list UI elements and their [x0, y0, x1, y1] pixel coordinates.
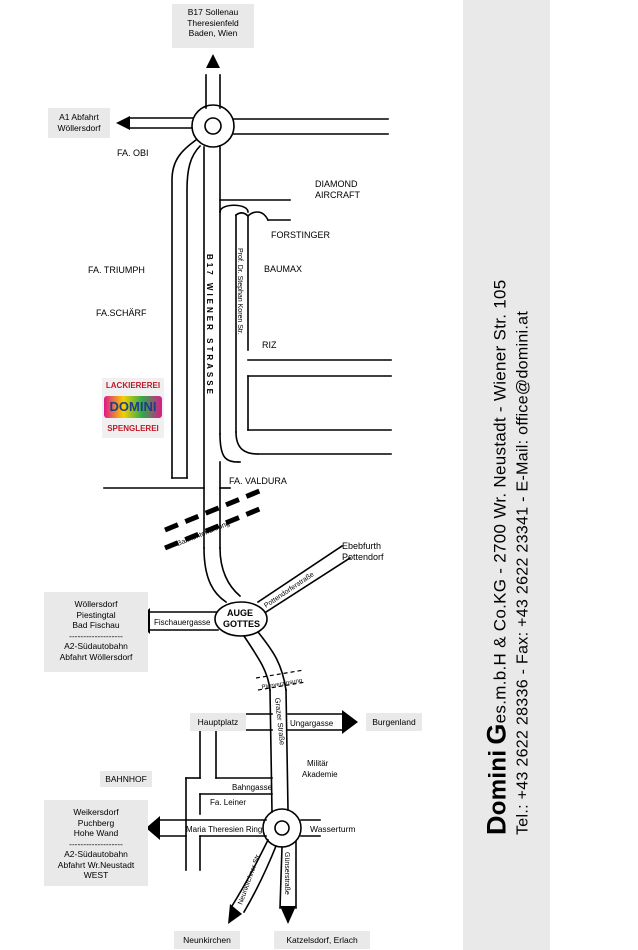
company-initial-g: G	[481, 723, 512, 745]
railway-bottom	[164, 505, 263, 551]
label-diamond-2: AIRCRAFT	[315, 190, 361, 200]
label-forstinger: FORSTINGER	[271, 230, 331, 240]
railway-top	[164, 487, 263, 533]
box-hauptplatz: Hauptplatz	[190, 713, 246, 731]
label-triumph: FA. TRIUMPH	[88, 265, 145, 275]
label-ebenfurth-1: Ebebfurth	[342, 541, 381, 551]
company-initial-d: D	[481, 815, 512, 835]
arrow-weikersdorf	[146, 816, 160, 840]
label-maria-theresien-ring: Maria Theresien Ring	[186, 825, 262, 834]
label-ebenfurth-2: Pottendorf	[342, 552, 384, 562]
roundabout-north-outer	[191, 104, 235, 148]
label-fischauergasse: Fischauergasse	[154, 618, 211, 627]
label-auge: AUGE	[227, 608, 253, 618]
arrow-burgenland	[342, 710, 358, 734]
label-fa-obi: FA. OBI	[117, 148, 149, 158]
label-koren-strasse: Prof. Dr. Stephan Koren Str.	[236, 248, 243, 335]
label-neunkirchner-strasse: Neunkirchner Str.	[237, 852, 262, 905]
label-guenserstrasse: Günserstraße	[283, 852, 290, 895]
label-fa-leiner: Fa. Leiner	[210, 798, 246, 807]
arrow-katzelsdorf	[280, 906, 296, 924]
box-burgenland: Burgenland	[366, 713, 422, 731]
domini-logo: LACKIEREREI DOMINI SPENGLEREI	[102, 378, 164, 438]
arrow-a1	[116, 116, 130, 130]
company-address: es.m.b.H & Co.KG - 2700 Wr. Neustadt - W…	[490, 279, 510, 724]
label-grazer-strasse: Grazer Straße	[273, 697, 287, 745]
label-bahngasse: Bahngasse	[232, 783, 273, 792]
label-diamond-1: DIAMOND	[315, 179, 358, 189]
box-bahnhof: BAHNHOF	[100, 771, 152, 787]
company-sidebar	[463, 0, 550, 950]
arrow-north	[206, 54, 220, 68]
arrow-neunkirchen	[228, 904, 242, 924]
label-akademie: Akademie	[302, 770, 338, 779]
box-neunkirchen: Neunkirchen	[174, 931, 240, 949]
label-militaer: Militär	[307, 759, 329, 768]
label-pottendorferstrasse: Pottendorferstraße	[263, 571, 315, 609]
company-info: Domini Ges.m.b.H & Co.KG - 2700 Wr. Neus…	[482, 115, 533, 835]
label-b17-wiener-strasse: B17 WIENER STRASSE	[205, 254, 214, 397]
label-valdura: FA. VALDURA	[229, 476, 287, 486]
label-riz: RIZ	[262, 340, 277, 350]
route-map: FA. OBI DIAMOND AIRCRAFT FORSTINGER BAUM…	[88, 54, 392, 924]
label-ungargasse: Ungargasse	[290, 719, 334, 728]
roundabout-north-inner	[204, 117, 222, 135]
label-baumax: BAUMAX	[264, 264, 302, 274]
label-schaerf: FA.SCHÄRF	[96, 308, 147, 318]
company-contact: Tel.: +43 2622 28336 - Fax: +43 2622 233…	[514, 310, 532, 835]
label-wasserturm: Wasserturm	[310, 824, 356, 834]
box-katzelsdorf: Katzelsdorf, Erlach	[274, 931, 370, 949]
label-gottes: GOTTES	[223, 619, 260, 629]
